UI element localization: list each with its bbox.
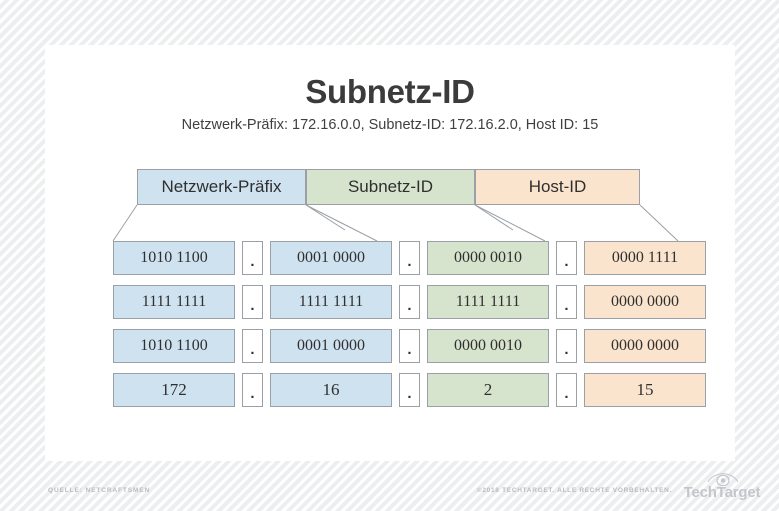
- table-cell: 15: [584, 373, 706, 407]
- table-cell: 0000 1111: [584, 241, 706, 275]
- header-segment-label: Host-ID: [528, 177, 587, 196]
- header-segment-netzwerk-praefix[interactable]: Netzwerk-Präfix: [137, 169, 306, 205]
- techtarget-logo: TechTarget: [677, 470, 767, 502]
- page-subtitle: Netzwerk-Präfix: 172.16.0.0, Subnetz-ID:…: [181, 117, 599, 133]
- subnet-diagram: Netzwerk-Präfix Subnetz-ID Host-ID 1010 …: [45, 45, 735, 461]
- diagram-card: Subnetz-ID Netzwerk-Präfix: 172.16.0.0, …: [45, 45, 735, 461]
- table-cell: 2: [427, 373, 549, 407]
- techtarget-wordmark: TechTarget: [683, 484, 761, 501]
- table-cell: 0001 0000: [270, 241, 392, 275]
- table-cell: 1010 1100: [113, 329, 235, 363]
- page-title: Subnetz-ID: [305, 73, 475, 110]
- table-cell: 0000 0010: [427, 329, 549, 363]
- table-cell: 16: [270, 373, 392, 407]
- header-segment-label: Subnetz-ID: [347, 177, 434, 196]
- copyright-notice: ©2018 TECHTARGET. ALLE RECHTE VORBEHALTE…: [476, 487, 672, 494]
- octet-separator: .: [556, 373, 577, 407]
- octet-separator: .: [556, 241, 577, 275]
- eye-target-icon: [707, 473, 739, 487]
- table-cell: 0001 0000: [270, 329, 392, 363]
- table-cell: 0000 0000: [584, 285, 706, 319]
- octet-separator: .: [399, 285, 420, 319]
- octet-separator: .: [242, 373, 263, 407]
- header-segment-host-id[interactable]: Host-ID: [475, 169, 640, 205]
- table-cell: 0000 0000: [584, 329, 706, 363]
- header-segment-label: Netzwerk-Präfix: [161, 177, 282, 196]
- table-cell: 1111 1111: [427, 285, 549, 319]
- table-cell: 0000 0010: [427, 241, 549, 275]
- table-cell: 1111 1111: [113, 285, 235, 319]
- table-cell: 1111 1111: [270, 285, 392, 319]
- octet-separator: .: [242, 241, 263, 275]
- octet-separator: .: [556, 285, 577, 319]
- octet-separator: .: [242, 329, 263, 363]
- header-segment-subnetz-id[interactable]: Subnetz-ID: [306, 169, 475, 205]
- octet-separator: .: [556, 329, 577, 363]
- octet-separator: .: [242, 285, 263, 319]
- table-cell: 1010 1100: [113, 241, 235, 275]
- octet-separator: .: [399, 241, 420, 275]
- octet-separator: .: [399, 329, 420, 363]
- table-cell: 172: [113, 373, 235, 407]
- octet-separator: .: [399, 373, 420, 407]
- source-attribution: QUELLE: NETCRAFTSMEN: [48, 487, 151, 494]
